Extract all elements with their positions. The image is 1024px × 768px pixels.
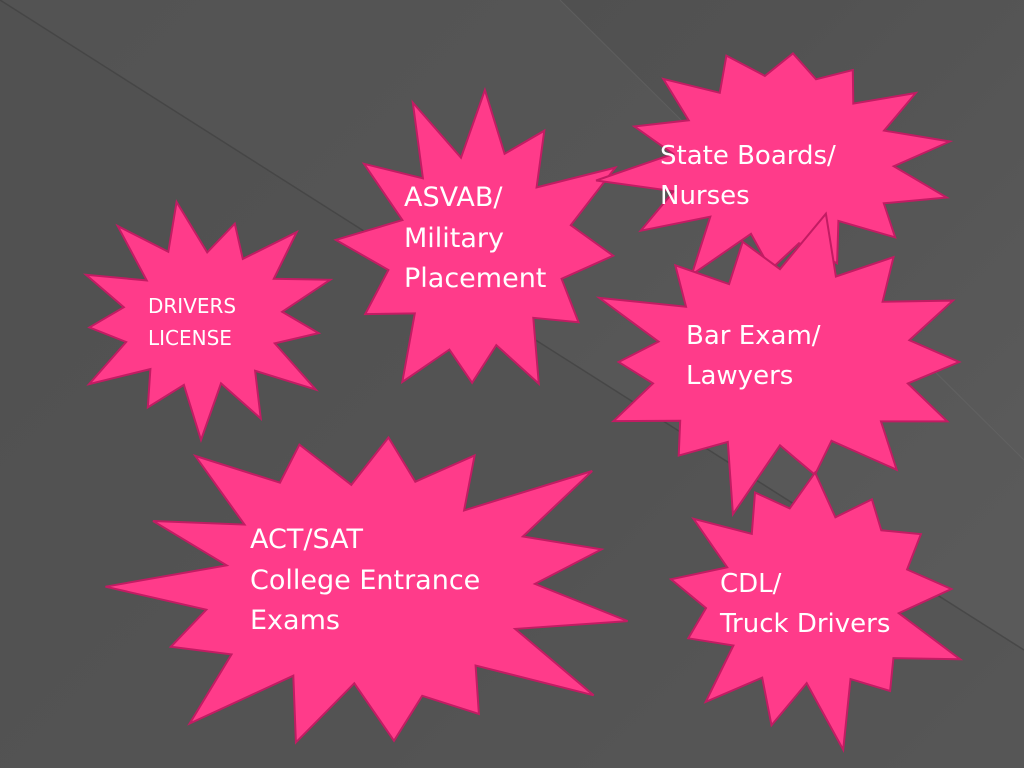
burst-line: Placement [404, 263, 547, 294]
burst-cdl [668, 470, 964, 753]
burst-bar-exam [595, 211, 962, 518]
burst-line: LICENSE [148, 326, 232, 350]
burst-label-cdl: CDL/ Truck Drivers [720, 564, 890, 645]
burst-line: Exams [250, 605, 340, 636]
burst-line: Bar Exam/ [686, 321, 821, 351]
burst-line: Lawyers [686, 361, 794, 392]
burst-line: College Entrance [250, 564, 481, 596]
burst-label-drivers-license: DRIVERS LICENSE [148, 290, 236, 354]
burst-asvab [333, 86, 618, 387]
burst-line: State Boards/ [660, 141, 836, 171]
burst-drivers-license [82, 199, 334, 444]
burst-label-state-boards: State Boards/ Nurses [660, 136, 836, 217]
burst-line: Nurses [660, 181, 750, 212]
burst-line: DRIVERS [148, 294, 237, 318]
burst-act-sat [105, 435, 628, 745]
burst-label-bar-exam: Bar Exam/ Lawyers [686, 316, 821, 397]
burst-label-act-sat: ACT/SAT College Entrance Exams [250, 520, 480, 642]
burst-line: CDL/ [720, 569, 782, 599]
burst-line: Truck Drivers [720, 609, 891, 640]
burst-line: ACT/SAT [250, 524, 363, 555]
burst-line: Military [404, 222, 505, 254]
burst-label-asvab: ASVAB/ Military Placement [404, 178, 546, 300]
burst-line: ASVAB/ [404, 182, 503, 213]
